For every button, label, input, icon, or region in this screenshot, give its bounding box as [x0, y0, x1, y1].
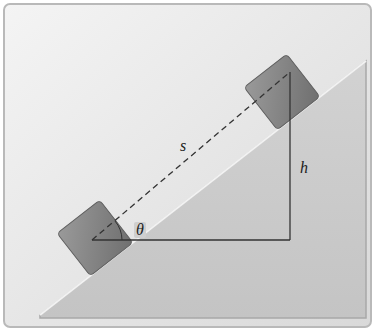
height-label: h — [298, 160, 310, 176]
angle-label: θ — [134, 222, 146, 238]
distance-line — [92, 72, 290, 240]
height-line — [289, 72, 290, 240]
incline-wedge — [40, 61, 366, 318]
frame — [4, 4, 371, 327]
angle-arc — [115, 221, 122, 240]
upper-block — [244, 54, 320, 130]
distance-label: s — [178, 138, 188, 154]
